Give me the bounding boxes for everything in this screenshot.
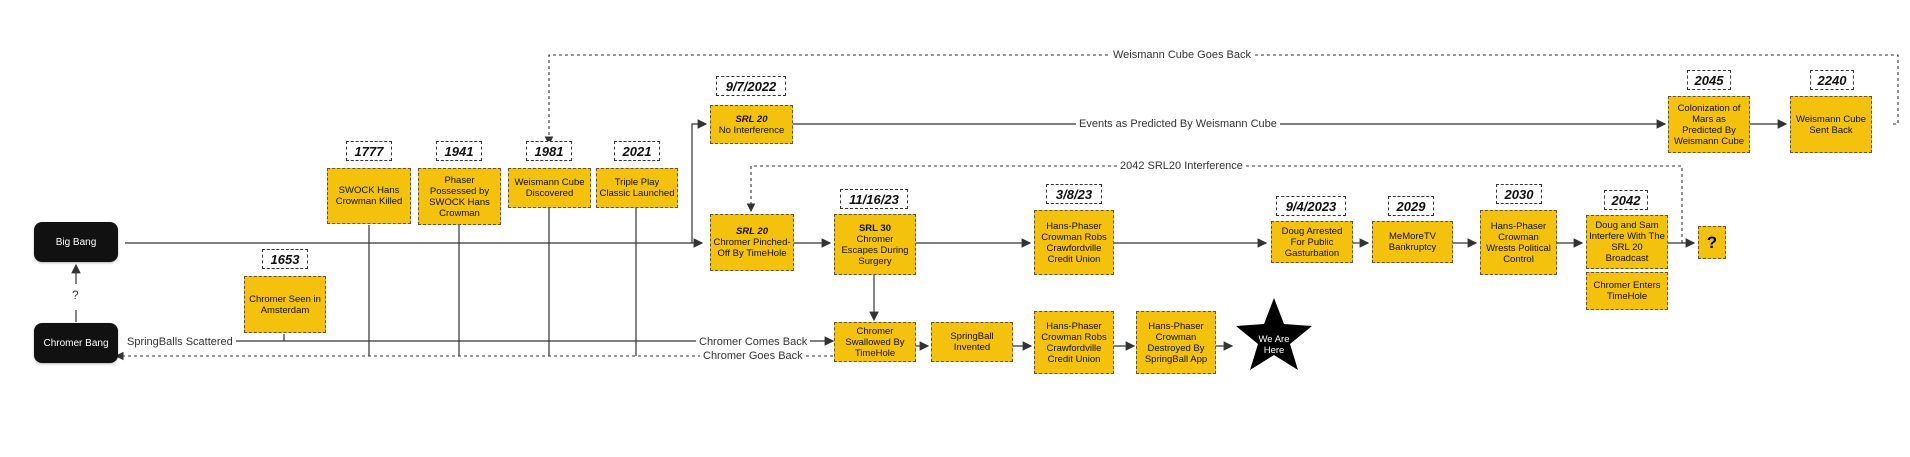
event-weismann-discovered[interactable]: Weismann Cube Discovered bbox=[508, 168, 591, 208]
event-text: Doug and Sam Interfere With The SRL 20 B… bbox=[1589, 220, 1665, 264]
date-11-16-23: 11/16/23 bbox=[840, 189, 908, 209]
event-text: Colonization of Mars as Predicted By Wei… bbox=[1673, 102, 1745, 147]
event-text: Hans-Phaser Crowman Robs Crawfordville C… bbox=[1041, 220, 1107, 265]
event-text: Hans-Phaser Crowman Robs Crawfordville C… bbox=[1041, 320, 1107, 365]
event-text: No Interference bbox=[718, 124, 785, 136]
date-1653: 1653 bbox=[262, 249, 308, 269]
event-text: Doug Arrested For Public Gasturbation bbox=[1281, 225, 1343, 259]
event-chromer-enters-timehole[interactable]: Chromer Enters TimeHole bbox=[1586, 272, 1668, 310]
event-title: SRL 30 bbox=[858, 222, 892, 234]
event-doug-sam-interfere[interactable]: Doug and Sam Interfere With The SRL 20 B… bbox=[1586, 215, 1668, 269]
event-srl20-pinched[interactable]: SRL 20 Chromer Pinched-Off By TimeHole bbox=[710, 214, 794, 271]
event-text: Chromer Seen in Amsterdam bbox=[249, 293, 321, 316]
event-text: Chromer Escapes During Surgery bbox=[841, 233, 909, 267]
date-2022: 9/7/2022 bbox=[716, 76, 786, 96]
event-doug-arrested[interactable]: Doug Arrested For Public Gasturbation bbox=[1271, 221, 1353, 263]
date-2021: 2021 bbox=[614, 141, 660, 161]
we-are-here-star bbox=[1236, 298, 1312, 370]
event-text: MeMoreTV Bankruptcy bbox=[1388, 231, 1437, 253]
event-text: Chromer Enters TimeHole bbox=[1593, 280, 1661, 302]
date-1941: 1941 bbox=[436, 141, 482, 161]
branch-up bbox=[691, 119, 708, 243]
label-chromer-goes-back: Chromer Goes Back bbox=[700, 350, 806, 363]
event-crowman-destroyed[interactable]: Hans-Phaser Crowman Destroyed By SpringB… bbox=[1136, 311, 1216, 374]
event-springball-invented[interactable]: SpringBall Invented bbox=[931, 322, 1013, 362]
date-9-4-2023: 9/4/2023 bbox=[1276, 196, 1346, 216]
event-triple-play[interactable]: Triple Play Classic Launched bbox=[596, 168, 678, 208]
event-phaser-possessed[interactable]: Phaser Possessed by SWOCK Hans Crowman bbox=[418, 168, 501, 225]
label-events-predicted: Events as Predicted By Weismann Cube bbox=[1076, 118, 1280, 131]
date-3-8-23: 3/8/23 bbox=[1046, 184, 1102, 204]
date-2240: 2240 bbox=[1810, 70, 1854, 90]
event-robs-credit-union[interactable]: Hans-Phaser Crowman Robs Crawfordville C… bbox=[1034, 210, 1114, 275]
event-text: SpringBall Invented bbox=[950, 331, 994, 353]
event-text: Chromer Pinched-Off By TimeHole bbox=[713, 237, 791, 259]
we-are-here-label: We Are Here bbox=[1258, 334, 1290, 356]
label-srl20-interference: 2042 SRL20 Interference bbox=[1117, 160, 1246, 173]
event-text: Chromer Swallowed By TimeHole bbox=[845, 325, 905, 359]
date-2045: 2045 bbox=[1687, 70, 1731, 90]
event-text: Triple Play Classic Launched bbox=[599, 177, 675, 199]
event-political-control[interactable]: Hans-Phaser Crowman Wrests Political Con… bbox=[1480, 210, 1557, 275]
event-text: Phaser Possessed by SWOCK Hans Crowman bbox=[429, 174, 490, 219]
event-text: SWOCK Hans Crowman Killed bbox=[335, 185, 403, 207]
event-srl30-escapes[interactable]: SRL 30 Chromer Escapes During Surgery bbox=[834, 214, 916, 275]
event-mars-colonization[interactable]: Colonization of Mars as Predicted By Wei… bbox=[1668, 96, 1750, 153]
date-1777: 1777 bbox=[346, 141, 392, 161]
label-weismann-goes-back: Weismann Cube Goes Back bbox=[1110, 49, 1254, 62]
unknown-future-box[interactable]: ? bbox=[1698, 226, 1726, 259]
date-2029: 2029 bbox=[1388, 196, 1434, 216]
label-chromer-comes-back: Chromer Comes Back bbox=[696, 336, 811, 349]
event-weismann-sent-back[interactable]: Weismann Cube Sent Back bbox=[1790, 96, 1872, 153]
event-title: SRL 20 bbox=[735, 226, 769, 237]
big-bang-node[interactable]: Big Bang bbox=[34, 222, 118, 262]
event-text: Weismann Cube Sent Back bbox=[1795, 113, 1867, 136]
event-memoretv[interactable]: MeMoreTV Bankruptcy bbox=[1372, 221, 1453, 263]
event-swock-killed[interactable]: SWOCK Hans Crowman Killed bbox=[327, 168, 411, 224]
event-text: Hans-Phaser Crowman Wrests Political Con… bbox=[1486, 220, 1551, 265]
question-small: ? bbox=[72, 288, 79, 302]
event-text: Weismann Cube Discovered bbox=[514, 177, 585, 199]
event-text: Hans-Phaser Crowman Destroyed By SpringB… bbox=[1144, 320, 1208, 365]
date-2030: 2030 bbox=[1496, 184, 1542, 204]
date-1981: 1981 bbox=[526, 141, 572, 161]
event-title: SRL 20 bbox=[735, 113, 768, 125]
event-srl20-no-interference[interactable]: SRL 20 No Interference bbox=[710, 105, 793, 144]
chromer-bang-node[interactable]: Chromer Bang bbox=[34, 323, 118, 363]
event-chromer-swallowed[interactable]: Chromer Swallowed By TimeHole bbox=[834, 322, 916, 362]
label-springballs-scattered: SpringBalls Scattered bbox=[124, 336, 236, 349]
event-robs-credit-union-2[interactable]: Hans-Phaser Crowman Robs Crawfordville C… bbox=[1034, 311, 1114, 374]
date-2042: 2042 bbox=[1604, 190, 1648, 210]
event-chromer-amsterdam[interactable]: Chromer Seen in Amsterdam bbox=[244, 276, 326, 333]
